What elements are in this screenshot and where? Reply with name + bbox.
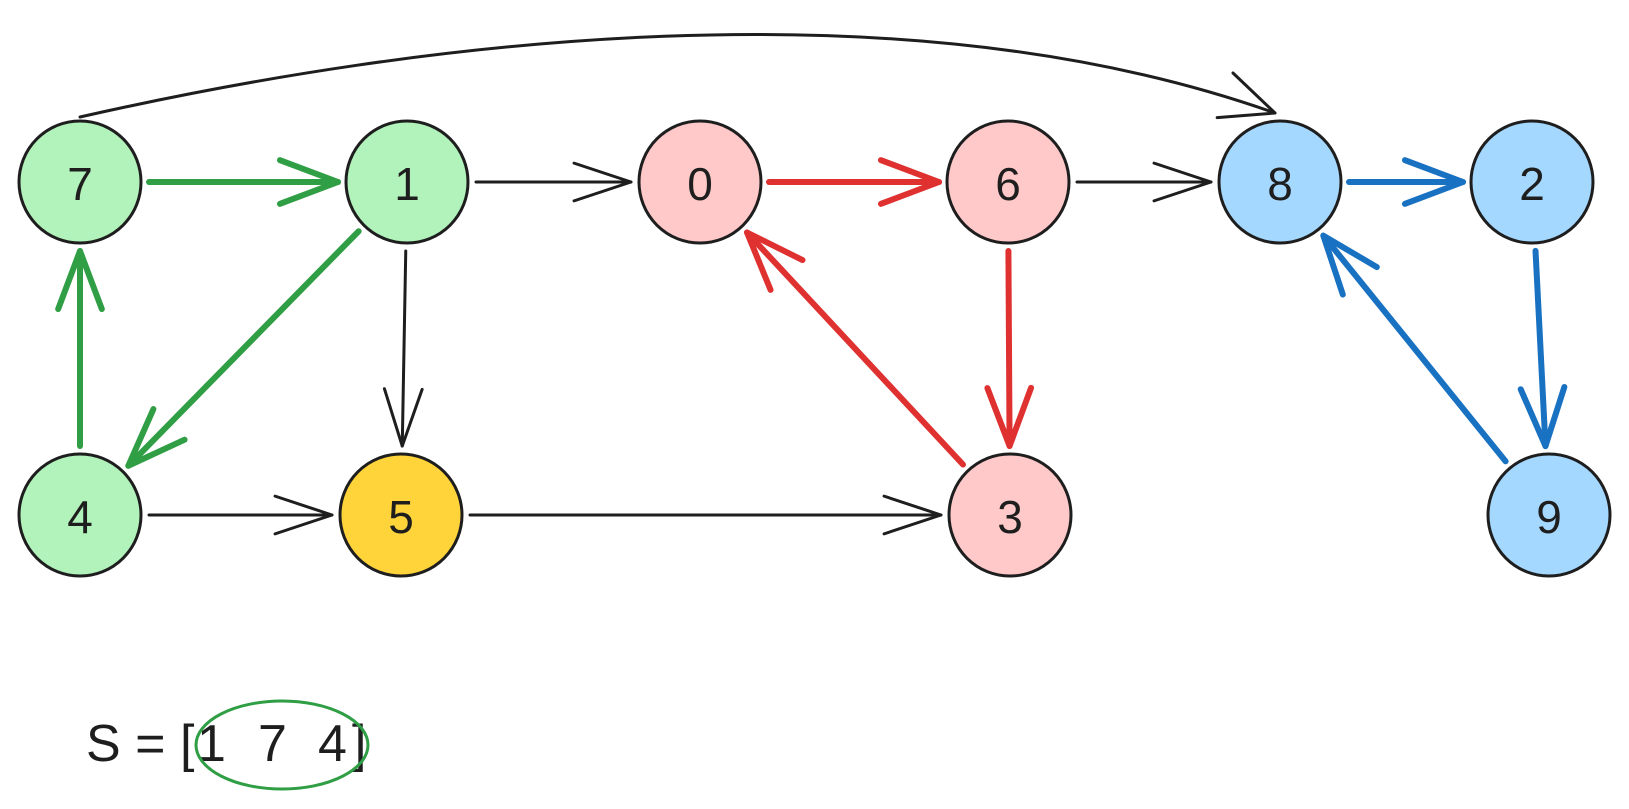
arrowhead [882,494,943,536]
node-3: 3 [947,452,1073,578]
arrowhead [55,248,105,313]
stack-display: S = [ 1 7 4 ] [86,699,370,791]
edge-6-to-3 [984,247,1035,450]
stack-item: 4 [318,715,347,773]
edge-0-to-6 [766,157,942,207]
node-circle [945,119,1071,245]
node-9: 9 [1486,452,1612,578]
node-4: 4 [17,452,143,578]
stack-prefix: S = [ [86,715,195,773]
edge-line [78,33,1277,119]
arrowhead [1152,161,1213,203]
node-label: 4 [67,491,93,543]
node-circle [1486,452,1612,578]
edge-3-to-0 [744,229,966,468]
edge-6-to-8 [1075,161,1213,203]
edge-7-to-1 [146,157,341,207]
node-label: 1 [394,158,420,210]
stack-item: 1 [197,715,226,773]
node-circle [17,452,143,578]
edge-2-to-9 [1517,247,1568,450]
node-7: 7 [17,119,143,245]
node-0: 0 [637,119,763,245]
edge-line [1320,232,1509,465]
arrowhead [273,494,334,536]
node-circle [947,452,1073,578]
node-label: 6 [995,158,1021,210]
node-circle [344,119,470,245]
arrowhead [984,384,1035,450]
arrowhead [1215,71,1277,120]
node-label: 3 [997,491,1023,543]
edge-4-to-5 [147,494,334,536]
edge-line [400,249,408,448]
node-8: 8 [1217,119,1343,245]
node-2: 2 [1469,119,1595,245]
edge-9-to-8 [1320,232,1509,465]
node-label: 2 [1519,158,1545,210]
arrowhead [1320,232,1380,298]
node-label: 5 [388,491,414,543]
stack-highlight-ellipse [194,699,370,791]
edge-4-to-7 [55,248,105,449]
node-circle [1469,119,1595,245]
edges-layer [55,33,1568,536]
arrowhead [744,229,806,293]
edge-line [125,228,362,469]
node-label: 7 [67,158,93,210]
arrowhead [125,406,188,469]
node-1: 1 [344,119,470,245]
edge-1-to-4 [125,228,362,469]
edge-5-to-3 [468,494,943,536]
edge-1-to-5 [382,249,424,448]
arrowhead [276,157,341,207]
edge-line [1005,247,1013,450]
node-circle [637,119,763,245]
node-circle [1217,119,1343,245]
arrowhead [877,157,942,207]
node-label: 0 [687,158,713,210]
node-label: 9 [1536,491,1562,543]
edge-7-to-8 [78,33,1277,120]
arrowhead [572,161,633,203]
nodes-layer: 7 1 0 6 8 2 4 5 3 9 [17,119,1612,578]
node-circle [17,119,143,245]
arrowhead [1401,157,1466,207]
edge-line [744,229,966,468]
edge-line [1532,247,1549,450]
stack-item: 7 [258,715,287,773]
node-label: 8 [1267,158,1293,210]
edge-1-to-0 [474,161,633,203]
arrowhead [1517,384,1568,450]
node-circle [338,452,464,578]
edge-8-to-2 [1346,157,1466,207]
arrowhead [382,387,424,448]
node-6: 6 [945,119,1071,245]
node-5: 5 [338,452,464,578]
